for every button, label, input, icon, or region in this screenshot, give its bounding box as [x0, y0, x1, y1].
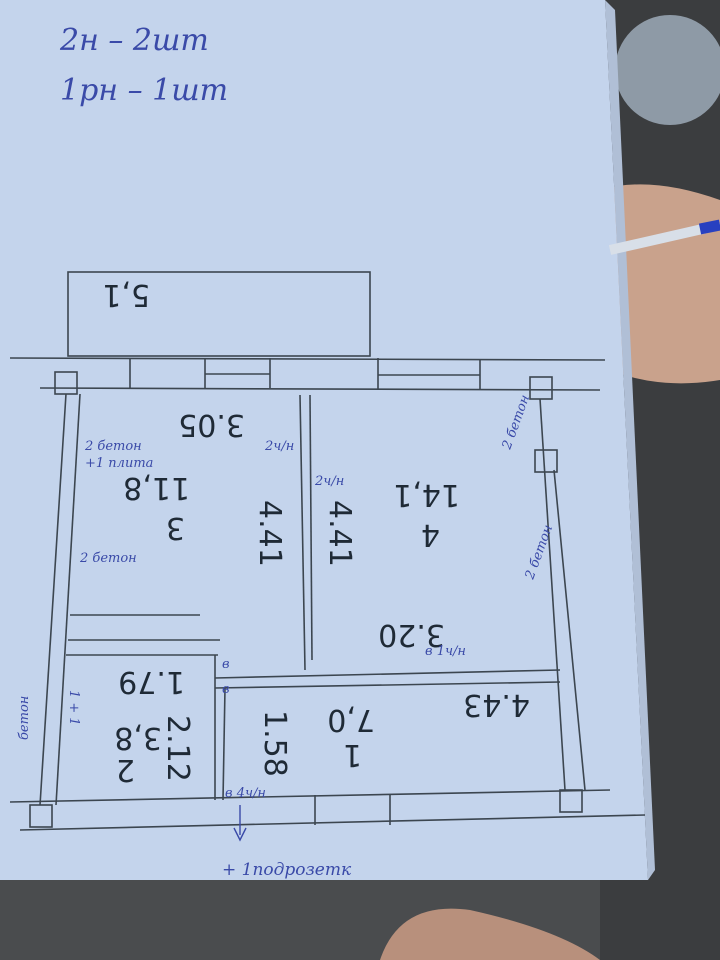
arrow-icon	[233, 805, 247, 842]
room3-length: 4.41	[252, 500, 287, 567]
room4-width: 3.20	[378, 617, 445, 652]
annotation-wall-right: 2ч/н	[314, 474, 344, 489]
room1-area: 7,0	[327, 702, 375, 737]
room2-area: 3,8	[114, 720, 162, 755]
room3-number: 3	[166, 510, 185, 545]
pen-cap	[698, 219, 720, 235]
room1-width: 4.43	[463, 687, 530, 722]
room1-number: 1	[343, 737, 362, 772]
room4-area: 14,1	[393, 477, 460, 512]
room3-width: 3.05	[178, 407, 245, 442]
note-line-2: 1рн – 1шт	[60, 73, 228, 108]
room3-area: 11,8	[123, 470, 190, 505]
room4-number: 4	[421, 517, 440, 552]
annotation-room4-bottom: в 1ч/н	[425, 644, 466, 659]
plan-walls	[9, 271, 646, 831]
annotation-left-beton: бетон	[17, 696, 32, 740]
note-line-1: 2н – 2шт	[59, 23, 209, 58]
room2-width: 1.79	[118, 664, 185, 699]
balcony-area: 5,1	[102, 277, 150, 312]
annotation-left-top2: +1 плита	[85, 456, 153, 471]
annotation-left-plus: 1 + 1	[66, 690, 81, 726]
annotation-left-mid: 2 бетон	[79, 551, 137, 566]
background-object	[615, 15, 720, 125]
annotation-left-top: 2 бетон	[84, 439, 142, 454]
annotation-v2: в	[222, 682, 230, 697]
paper-sheet	[0, 0, 648, 880]
annotation-under: + 1подрозетк	[222, 860, 352, 880]
room2-length: 2.12	[160, 715, 195, 782]
paper-stack-edge	[605, 0, 655, 880]
room4-length: 4.41	[322, 500, 357, 567]
annotation-wall-left: 2ч/н	[264, 439, 294, 454]
annotation-v1: в	[222, 657, 230, 672]
room2-number: 2	[116, 752, 135, 787]
hand-bottom	[380, 908, 600, 960]
annotation-bottom-door: в 4ч/н	[225, 786, 266, 801]
room1-length: 1.58	[257, 710, 292, 777]
